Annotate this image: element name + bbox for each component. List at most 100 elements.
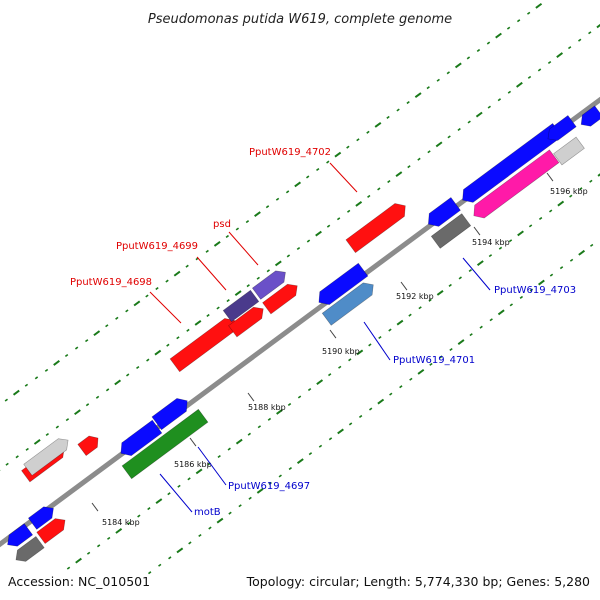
track-dot [256, 487, 264, 494]
track-dot [348, 422, 353, 426]
track-dot [516, 19, 521, 23]
track-dot [225, 234, 229, 238]
track-dot [187, 477, 191, 481]
track-dot [254, 211, 261, 218]
track-dot [588, 31, 592, 35]
track-dot [308, 452, 313, 456]
track-dot [387, 179, 391, 184]
label-leader-line [149, 291, 182, 324]
track-dot [458, 276, 462, 280]
track-dot [213, 241, 221, 247]
track-dot [346, 145, 350, 149]
dot-tracks [0, 2, 600, 575]
track-dot [427, 150, 431, 154]
track-dot [396, 319, 404, 326]
track-dot [409, 377, 413, 381]
track-dot [55, 425, 60, 429]
scale-tick [473, 226, 481, 236]
track-dot [66, 566, 71, 570]
map-title: Pseudomonas putida W619, complete genome [148, 12, 452, 27]
track-dot [286, 254, 291, 258]
scale-tick-label: 5186 kbp [174, 460, 212, 469]
track-dot [133, 300, 141, 307]
track-dot [226, 299, 230, 303]
track-dot [15, 455, 19, 459]
track-dot [436, 289, 444, 296]
track-dot [294, 181, 302, 188]
gene-label: PputW619_4697 [228, 481, 310, 492]
cds-motb [121, 408, 209, 480]
track-dot [95, 395, 100, 399]
track-dot [315, 230, 322, 237]
track-dot [589, 243, 594, 247]
track-dot [328, 437, 333, 441]
track-dot [569, 258, 574, 262]
cds-grey [430, 213, 472, 249]
track-dot [326, 224, 331, 228]
track-dot [166, 343, 170, 347]
track-dot [476, 260, 484, 266]
scale-tick-label: 5196 kbp [550, 187, 588, 196]
track-dot [537, 68, 542, 72]
track-dot [257, 425, 262, 429]
track-dot [125, 309, 129, 313]
gene-label: PputW619_4703 [494, 285, 576, 296]
track-dot [439, 355, 443, 359]
track-dot [265, 205, 270, 209]
cds-reverse [580, 105, 600, 127]
track-dot [74, 346, 79, 350]
track-dot [548, 209, 553, 213]
track-dot [105, 324, 109, 328]
cds-grey-light [23, 438, 69, 476]
track-dot [567, 46, 572, 50]
track-dot [399, 385, 403, 389]
track-dot [86, 551, 91, 555]
track-dot [328, 373, 332, 377]
track-dot [33, 439, 41, 445]
track-dot [275, 197, 280, 201]
track-dot [457, 339, 465, 345]
track-dot [208, 526, 212, 530]
track-dot [316, 167, 320, 172]
track-dot [389, 392, 393, 396]
track-dot [256, 276, 260, 280]
track-dot [305, 175, 310, 179]
track-dot [4, 398, 9, 402]
track-dot [509, 303, 513, 307]
track-dot [538, 279, 545, 286]
track-dot [517, 230, 524, 237]
label-leader-line [196, 256, 227, 291]
track-dot [194, 319, 202, 326]
scale-tick-label: 5194 kbp [472, 238, 510, 247]
track-dot [176, 547, 184, 554]
gene-labels: PputW619_4702psdPputW619_4699PputW619_46… [70, 147, 576, 518]
scale-tick [247, 392, 255, 402]
label-leader-line [228, 231, 259, 266]
scale-tick [546, 172, 554, 182]
cds-forward [345, 203, 406, 254]
gene-label: psd [213, 219, 231, 230]
scale-tick [189, 437, 197, 447]
track-dot [136, 365, 140, 370]
track-dot [64, 353, 69, 358]
track-dot [176, 336, 180, 340]
track-dot [538, 216, 543, 220]
track-dot [44, 368, 49, 372]
track-dot [158, 563, 162, 567]
track-dot [338, 365, 342, 369]
track-dot [228, 511, 232, 515]
track-dot [268, 481, 272, 485]
scale-tick-label: 5192 kbp [396, 292, 434, 301]
track-dot [285, 190, 290, 194]
track-dot [508, 239, 513, 243]
track-dot [374, 121, 382, 128]
track-dot [307, 388, 312, 392]
track-dot [234, 290, 242, 297]
track-dot [358, 414, 363, 419]
track-dot [489, 318, 493, 322]
track-dot [346, 209, 351, 213]
track-dot [185, 264, 189, 268]
